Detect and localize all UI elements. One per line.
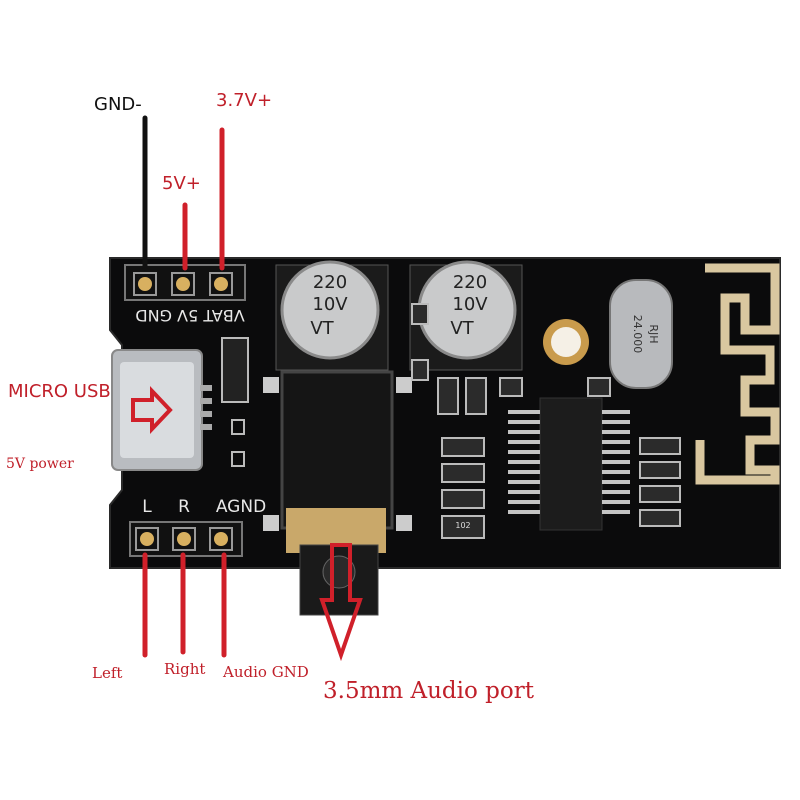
antenna-trace xyxy=(695,263,780,485)
label-left: Left xyxy=(92,664,123,682)
label-audio-port: 3.5mm Audio port xyxy=(323,678,534,704)
cap2-line3: VT xyxy=(450,318,474,339)
bottom-header-pins xyxy=(129,521,243,557)
cap2-line1: 220 xyxy=(453,272,487,293)
label-micro-usb: MICRO USB xyxy=(8,381,111,402)
crystal-oscillator xyxy=(609,279,673,389)
cap2-line2: 10V xyxy=(452,294,488,315)
smd-components xyxy=(411,303,681,539)
main-chip xyxy=(508,397,630,531)
crystal-line1: RJH xyxy=(647,324,660,343)
pad xyxy=(231,451,245,467)
pad xyxy=(231,419,245,435)
leader-lines xyxy=(142,115,227,658)
silk-r: R xyxy=(178,497,190,517)
audio-jack xyxy=(263,370,412,616)
silk-agnd: AGND xyxy=(216,497,266,517)
label-audio-gnd: Audio GND xyxy=(223,663,309,681)
audio-port-arrow-icon xyxy=(319,543,363,662)
capacitor-1 xyxy=(275,260,389,371)
cap1-line1: 220 xyxy=(313,272,347,293)
cap1-line3: VT xyxy=(310,318,334,339)
silk-top-pins: VBAT 5V GND xyxy=(135,306,244,325)
usb-arrow-icon xyxy=(131,385,173,435)
chip-mark: 102 xyxy=(455,521,470,530)
label-5v: 5V+ xyxy=(162,173,201,194)
crystal-line2: 24.000 xyxy=(631,315,644,354)
label-5v-power: 5V power xyxy=(6,456,74,472)
label-3v7: 3.7V+ xyxy=(216,90,273,111)
diode xyxy=(221,337,249,403)
pcb-board xyxy=(109,257,781,616)
label-right: Right xyxy=(164,660,206,678)
label-gnd: GND- xyxy=(94,94,142,115)
cap1-line2: 10V xyxy=(312,294,348,315)
micro-usb-connector xyxy=(111,349,212,471)
top-header-pins xyxy=(124,264,246,301)
silk-l: L xyxy=(142,497,152,517)
